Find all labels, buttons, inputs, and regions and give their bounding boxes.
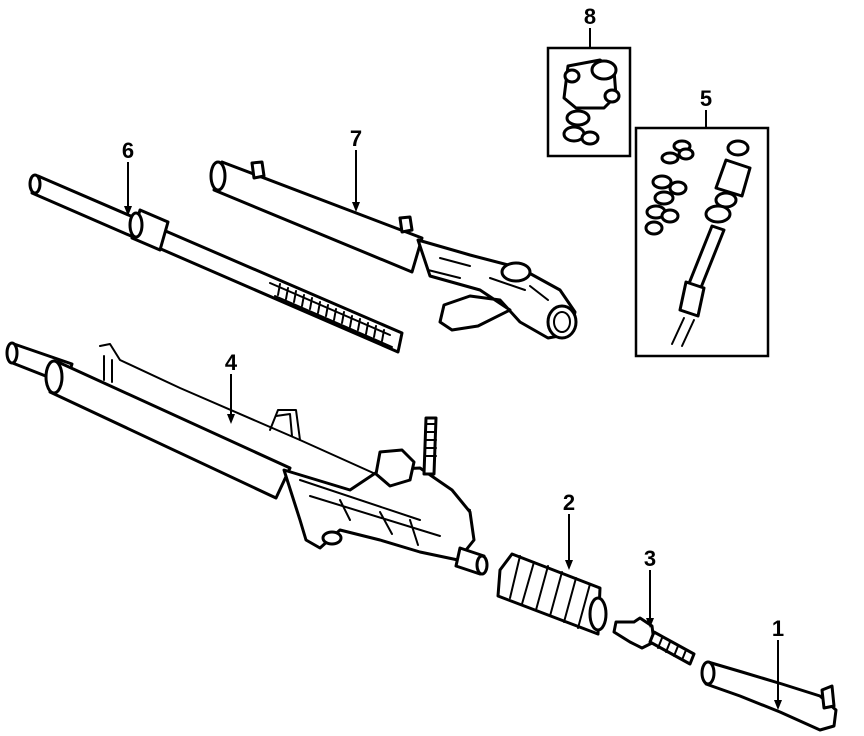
part-2-boot [496, 552, 608, 636]
part-5-valve-assembly [634, 126, 770, 358]
part-7-steering-housing [209, 160, 578, 340]
callout-3: 3 [644, 546, 656, 571]
part-4-rack-pinion-assembly [5, 341, 489, 576]
callout-7: 7 [350, 126, 362, 151]
part-6-rack-bar [28, 173, 404, 354]
leader-lines [124, 28, 782, 710]
callout-2: 2 [563, 490, 575, 515]
callout-4: 4 [225, 350, 238, 375]
callout-1: 1 [772, 616, 784, 641]
callout-8: 8 [584, 4, 596, 29]
part-8-seal-kit [546, 46, 632, 158]
rack-teeth [269, 282, 393, 348]
part-3-inner-tie-rod [612, 616, 696, 666]
callout-6: 6 [122, 138, 134, 163]
part-5-box [634, 126, 770, 358]
part-1-tie-rod-end [700, 660, 838, 732]
callout-5: 5 [700, 86, 712, 111]
